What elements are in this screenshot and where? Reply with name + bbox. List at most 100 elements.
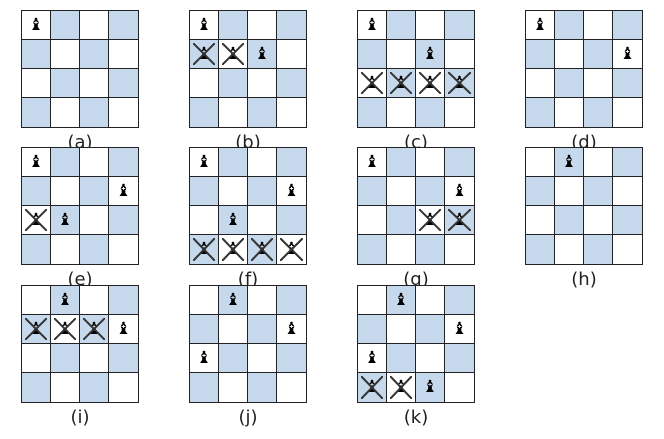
board-cell xyxy=(80,11,109,40)
board-cell xyxy=(416,235,445,264)
board-cell xyxy=(526,40,555,69)
board-cell xyxy=(109,373,138,402)
bishop-icon: ♝ xyxy=(225,289,241,310)
board-cell xyxy=(190,315,219,344)
board-cell: ♝ xyxy=(416,40,445,69)
board-caption: (h) xyxy=(571,269,597,290)
cross-mark-icon xyxy=(419,72,441,94)
board-caption: (g) xyxy=(403,269,429,290)
board-cell xyxy=(445,148,474,177)
bishop-icon: ♝ xyxy=(364,151,380,172)
cross-mark-icon xyxy=(448,209,471,231)
board-cell xyxy=(80,286,109,315)
board-cell xyxy=(555,177,584,206)
board-cell: ♝ xyxy=(387,286,416,315)
bishop-icon: ♝ xyxy=(422,377,438,397)
board-cell xyxy=(277,40,306,69)
board-cell: ♝ xyxy=(387,373,416,402)
bishop-icon: ♝ xyxy=(619,43,636,64)
board-cell xyxy=(555,69,584,98)
board-cell xyxy=(445,11,474,40)
board-cell xyxy=(219,148,248,177)
board-cell: ♝ xyxy=(555,148,584,177)
board-cell: ♝ xyxy=(358,373,387,402)
board-cell: ♝ xyxy=(51,315,80,344)
bishop-icon: ♝ xyxy=(393,289,409,310)
board-cell xyxy=(358,98,387,127)
board-cell: ♝ xyxy=(445,206,474,235)
board-cell: ♝ xyxy=(445,315,474,344)
board-cell xyxy=(248,11,277,40)
board-cell xyxy=(387,344,416,373)
board-cell xyxy=(80,373,109,402)
board-cell: ♝ xyxy=(219,206,248,235)
board-cell xyxy=(445,40,474,69)
bishop-icon: ♝ xyxy=(115,318,132,339)
board-cell xyxy=(387,235,416,264)
board-cell: ♝ xyxy=(22,206,51,235)
board-cell xyxy=(190,177,219,206)
board-cell xyxy=(219,373,248,402)
cross-mark-icon xyxy=(448,72,471,94)
cross-mark-icon xyxy=(25,318,47,340)
board-cell xyxy=(526,177,555,206)
board-cell xyxy=(109,69,138,98)
bishop-icon: ♝ xyxy=(422,43,438,64)
board-cell: ♝ xyxy=(190,235,219,264)
board-cell xyxy=(80,177,109,206)
board-cell xyxy=(358,235,387,264)
board-caption: (j) xyxy=(238,407,258,428)
board-cell xyxy=(555,98,584,127)
board-cell xyxy=(277,373,306,402)
board-cell: ♝ xyxy=(277,177,306,206)
board-cell: ♝ xyxy=(219,235,248,264)
board-cell xyxy=(277,344,306,373)
board-cell xyxy=(277,206,306,235)
board-cell xyxy=(584,69,613,98)
board-cell xyxy=(555,40,584,69)
board-cell xyxy=(584,206,613,235)
bishop-icon: ♝ xyxy=(115,180,132,201)
bishop-icon: ♝ xyxy=(28,14,44,35)
board-cell xyxy=(526,235,555,264)
board-e: ♝ ♝ ♝ ♝ xyxy=(21,147,139,265)
board-cell xyxy=(277,69,306,98)
bishop-icon: ♝ xyxy=(28,151,44,172)
board-cell xyxy=(248,69,277,98)
board-cell: ♝ xyxy=(109,315,138,344)
board-cell xyxy=(584,235,613,264)
board-cell: ♝ xyxy=(526,11,555,40)
bishop-icon: ♝ xyxy=(451,180,468,201)
board-cell xyxy=(358,40,387,69)
board-cell xyxy=(51,40,80,69)
board-cell: ♝ xyxy=(190,11,219,40)
board-cell xyxy=(22,40,51,69)
board-cell: ♝ xyxy=(51,286,80,315)
board-cell xyxy=(109,206,138,235)
board-cell xyxy=(555,235,584,264)
board-cell xyxy=(584,148,613,177)
board-cell xyxy=(219,98,248,127)
bishop-icon: ♝ xyxy=(57,209,73,230)
board-cell xyxy=(109,286,138,315)
bishop-icon: ♝ xyxy=(561,151,577,172)
board-cell: ♝ xyxy=(387,69,416,98)
board-cell xyxy=(358,177,387,206)
board-caption: (e) xyxy=(67,269,93,290)
board-b: ♝♝♝♝ xyxy=(189,10,307,128)
board-cell xyxy=(613,69,642,98)
bishop-icon: ♝ xyxy=(364,347,380,368)
board-cell: ♝ xyxy=(51,206,80,235)
bishop-icon: ♝ xyxy=(254,43,270,64)
board-cell: ♝ xyxy=(416,373,445,402)
board-cell: ♝ xyxy=(358,148,387,177)
board-cell xyxy=(248,315,277,344)
board-cell: ♝ xyxy=(219,286,248,315)
board-cell: ♝ xyxy=(190,148,219,177)
board-cell: ♝ xyxy=(358,69,387,98)
board-cell xyxy=(80,344,109,373)
board-cell xyxy=(584,40,613,69)
board-cell xyxy=(22,177,51,206)
board-cell xyxy=(416,344,445,373)
board-cell xyxy=(445,373,474,402)
